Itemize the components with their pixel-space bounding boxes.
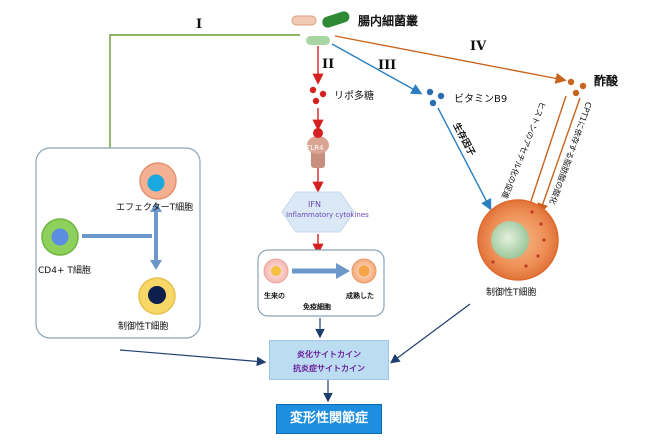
naive-cell-label: 生来の: [264, 292, 285, 300]
cytokine-line-2: 抗炎症サイトカイン: [293, 364, 365, 373]
effector-t-label: エフェクターT細胞: [116, 203, 194, 213]
tlr4-label: TLR4: [306, 144, 324, 152]
naive-immune-cell-icon: [263, 258, 289, 284]
immune-cells-label: 免疫細胞: [303, 303, 331, 311]
effector-t-cell-icon: [139, 162, 177, 200]
activated-cell-label: 成熟した: [346, 292, 374, 300]
cd4-t-label: CD4+ T細胞: [38, 266, 91, 276]
vitamin-b9-label: ビタミンB9: [454, 94, 508, 105]
left-box-to-cytokine-arrow: [119, 349, 267, 367]
treg-left-cell-icon: [138, 277, 176, 315]
vitamin-b9-dots-icon: [426, 88, 445, 107]
inflammatory-cytokines-label: Inflammatory cytokines: [286, 211, 369, 219]
osteoarthritis-box: 変形性関節症: [276, 404, 382, 434]
lps-dots-icon: [309, 86, 327, 105]
naive-to-activated-head: [336, 263, 350, 279]
cytokine-line-1: 炎化サイトカイン: [297, 350, 361, 359]
acetate-to-treg-arrow-1: [525, 95, 567, 213]
vitb9-to-treg-arrow: [437, 107, 492, 211]
roman-numeral-1: I: [196, 17, 203, 32]
gut-bacteria-label: 腸内細菌叢: [358, 14, 419, 28]
roman-numeral-4: IV: [470, 39, 487, 54]
branch-to-treg-head: [150, 260, 162, 270]
treg-right-label: 制御性T細胞: [486, 288, 537, 298]
cd4-t-cell-icon: [41, 218, 79, 256]
path-4-arrow: [334, 35, 567, 84]
treg-to-cytokine-arrow: [390, 303, 471, 364]
acetate-dots-icon: [567, 78, 587, 97]
ifn-label: IFN: [308, 200, 321, 209]
acetate-to-treg-arrow-2: [537, 97, 581, 215]
branch-to-effector-head: [150, 202, 162, 212]
path-3-arrow: [331, 43, 423, 95]
tlr4-receptor-icon: [307, 128, 329, 168]
ifn-hexagon: [281, 191, 355, 233]
cytokine-box: 炎化サイトカイン 抗炎症サイトカイン: [269, 340, 389, 380]
acetate-label: 酢酸: [594, 74, 619, 88]
treg-right-cell-icon: [477, 199, 559, 281]
roman-numeral-3: III: [378, 58, 397, 73]
bacteria-cluster-icon: [291, 11, 350, 45]
roman-numeral-2: II: [322, 57, 335, 72]
treg-left-label: 制御性T細胞: [118, 322, 169, 332]
lps-label: リポ多糖: [334, 91, 374, 102]
activated-immune-cell-icon: [351, 258, 377, 284]
